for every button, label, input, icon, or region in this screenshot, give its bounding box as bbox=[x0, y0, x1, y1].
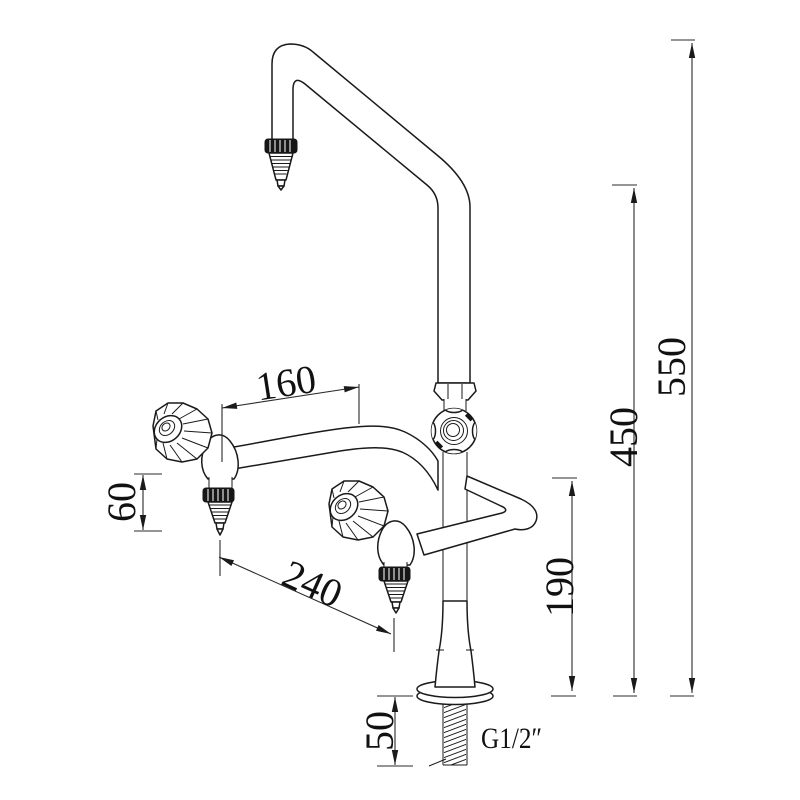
thread-spec-text: G1/2″ bbox=[481, 722, 542, 755]
tapered-body bbox=[434, 600, 476, 688]
riser-neck bbox=[443, 399, 467, 411]
control-handwheel bbox=[430, 407, 478, 455]
threaded-inlet-shank bbox=[428, 701, 468, 767]
dimension-spout-offset-160: 160 bbox=[221, 356, 360, 462]
spout-nozzle bbox=[264, 138, 298, 191]
front-outlet-arm bbox=[416, 475, 538, 556]
dimension-label-190: 190 bbox=[537, 557, 582, 617]
dimension-side-outlet-height-190: 190 bbox=[537, 477, 582, 697]
thread-spec-label: G1/2″ bbox=[481, 722, 542, 755]
dimension-shank-length-50: 50 bbox=[357, 695, 413, 767]
dimension-overall-height-550: 550 bbox=[649, 39, 696, 697]
dimension-nozzle-length-60: 60 bbox=[99, 473, 162, 532]
dimension-label-60: 60 bbox=[99, 482, 144, 522]
riser-hex-nut bbox=[433, 382, 477, 401]
front-valve-nozzle bbox=[378, 566, 411, 614]
rear-valve-handwheel bbox=[148, 402, 213, 463]
dimension-label-240: 240 bbox=[276, 551, 349, 617]
rear-outlet-valve bbox=[148, 402, 239, 536]
rear-valve-nozzle bbox=[202, 487, 235, 536]
dimension-label-50: 50 bbox=[357, 711, 402, 751]
gooseneck-spout bbox=[271, 43, 471, 384]
front-outlet-valve bbox=[324, 480, 415, 614]
dimension-label-550: 550 bbox=[649, 337, 694, 397]
dimension-spout-height-450: 450 bbox=[601, 184, 646, 697]
dimension-label-160: 160 bbox=[253, 356, 319, 410]
rear-outlet-arm bbox=[227, 425, 439, 491]
dimension-outlet-spacing-240: 240 bbox=[218, 540, 395, 652]
front-valve-handwheel bbox=[324, 480, 389, 541]
dimension-label-450: 450 bbox=[601, 407, 646, 467]
